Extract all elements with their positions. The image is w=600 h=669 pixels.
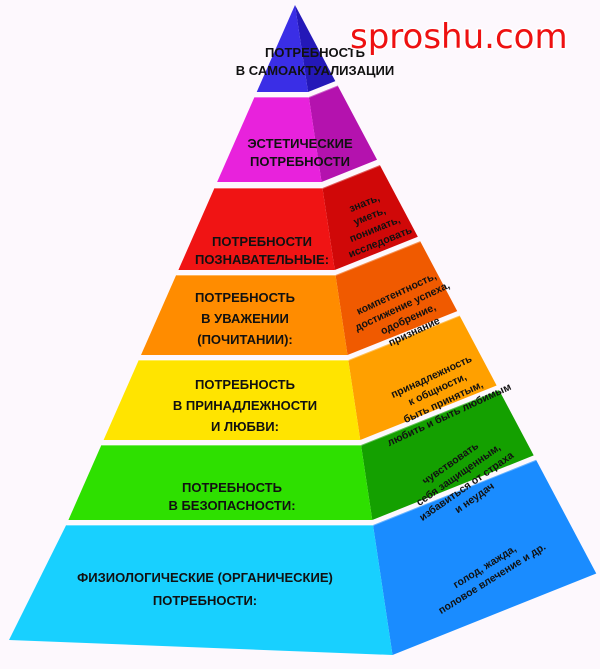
level-3-side-face: [322, 165, 418, 270]
level-7-label-line: ФИЗИОЛОГИЧЕСКИЕ (ОРГАНИЧЕСКИЕ): [77, 570, 333, 585]
level-4-label-line: ПОТРЕБНОСТЬ: [195, 290, 295, 305]
level-5-front-face: [103, 360, 361, 440]
level-4-label-line: В УВАЖЕНИИ: [201, 311, 289, 326]
level-5-label-line: И ЛЮБВИ:: [211, 419, 279, 434]
level-2-label-line: ПОТРЕБНОСТИ: [250, 154, 350, 169]
level-1-label-line: ПОТРЕБНОСТЬ: [265, 45, 365, 60]
level-2-side-face: [308, 85, 378, 182]
level-3-edge-highlight: [214, 164, 381, 189]
level-3-label-line: ПОЗНАВАТЕЛЬНЫЕ:: [195, 252, 329, 267]
level-4-side-face: [335, 241, 458, 355]
level-5-side-face: [348, 315, 497, 440]
level-4-front-face: [141, 275, 348, 355]
level-1-side-face: [295, 5, 336, 92]
level-1-label-line: В САМОАКТУАЛИЗАЦИИ: [236, 63, 395, 78]
level-7-label-line: ПОТРЕБНОСТИ:: [153, 593, 257, 608]
level-7-edge-highlight: [66, 458, 537, 526]
level-7-side-face: [373, 459, 597, 655]
level-6-side-face: [361, 389, 534, 520]
watermark: sproshu.com: [350, 17, 568, 57]
level-6-edge-highlight: [101, 388, 500, 446]
level-4-edge-highlight: [176, 240, 421, 276]
level-1-front-face: [256, 5, 309, 92]
level-6-label-line: В БЕЗОПАСНОСТИ:: [168, 498, 295, 513]
level-6-front-face: [68, 445, 373, 520]
level-2-front-face: [217, 97, 322, 182]
level-5-label-line: ПОТРЕБНОСТЬ: [195, 377, 295, 392]
level-6-label-line: ПОТРЕБНОСТЬ: [182, 480, 282, 495]
level-2-edge-highlight: [254, 84, 339, 98]
level-5-edge-highlight: [138, 314, 460, 361]
level-7-front-face: [9, 525, 393, 655]
level-3-label-line: ПОТРЕБНОСТИ: [212, 234, 312, 249]
level-4-label-line: (ПОЧИТАНИИ):: [197, 332, 293, 347]
level-5-label-line: В ПРИНАДЛЕЖНОСТИ: [173, 398, 317, 413]
level-2-label-line: ЭСТЕТИЧЕСКИЕ: [247, 136, 353, 151]
level-3-front-face: [178, 188, 335, 270]
